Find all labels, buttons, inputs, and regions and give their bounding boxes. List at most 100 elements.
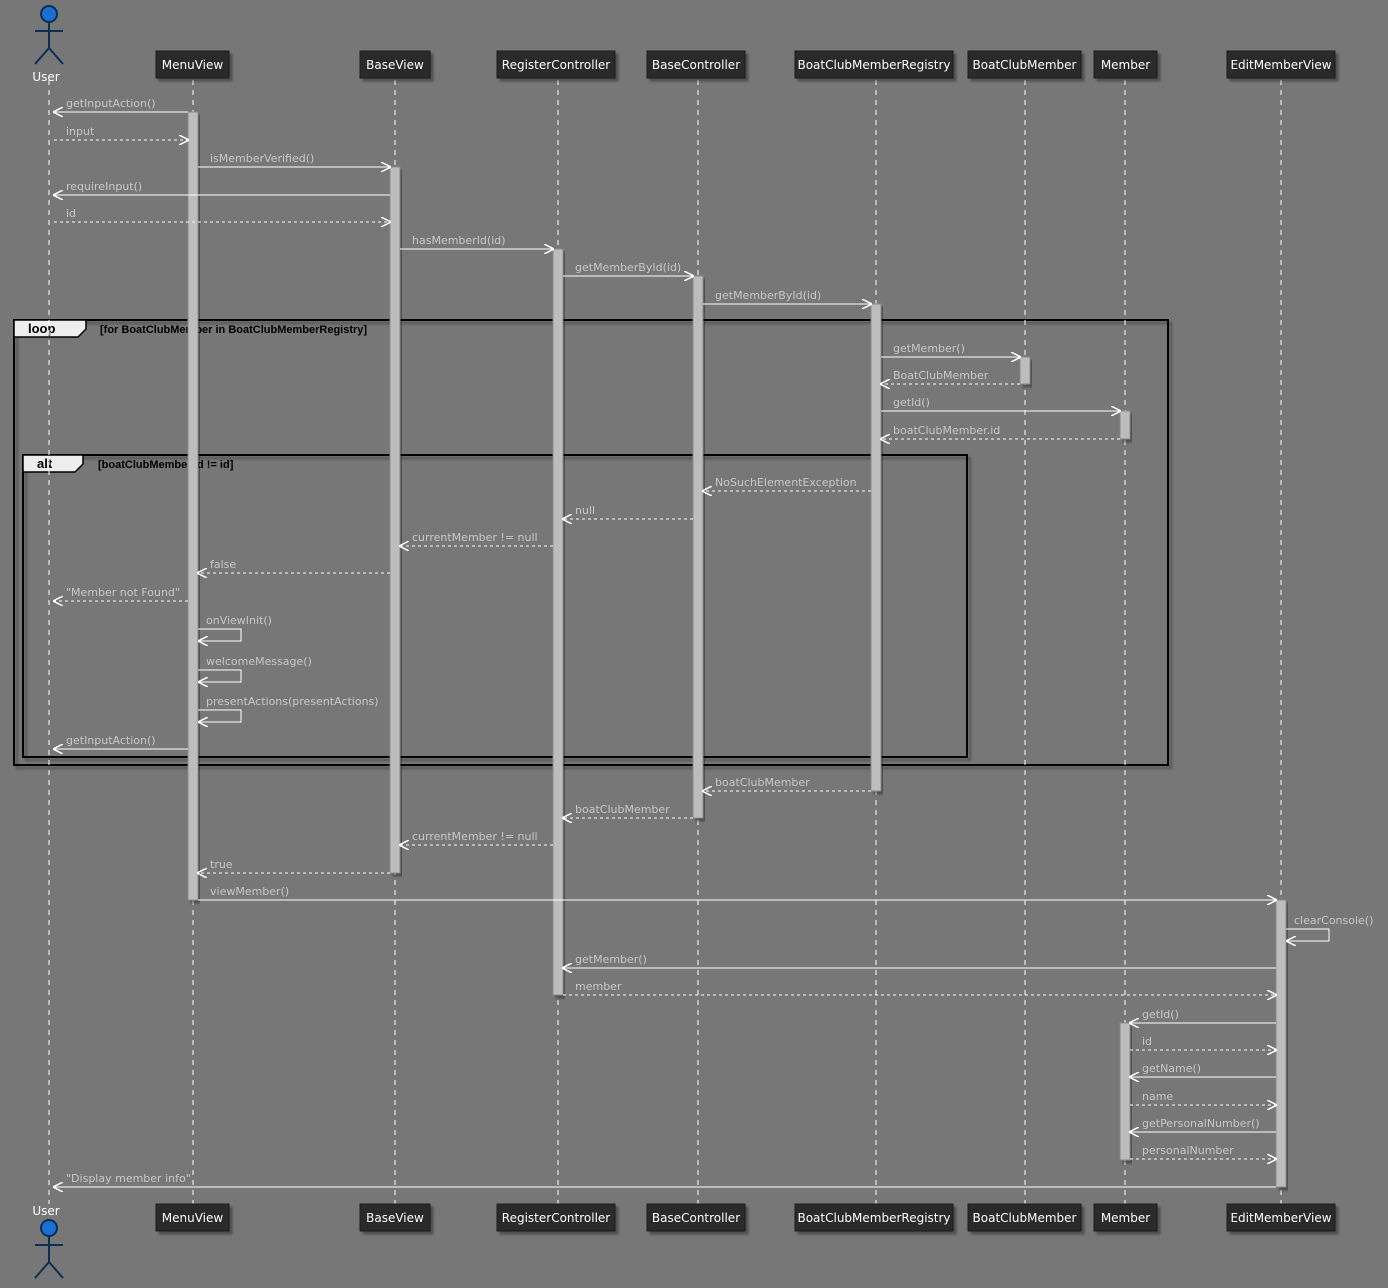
message-label: null bbox=[575, 504, 595, 517]
participant-label: BaseView bbox=[366, 58, 424, 72]
message-label: onViewInit() bbox=[206, 614, 272, 627]
activation-bar-BaseView bbox=[389, 166, 401, 874]
message: "Display member info" bbox=[54, 1172, 1276, 1187]
message-label: getId() bbox=[1142, 1008, 1179, 1021]
participant-BaseController-bottom: BaseController bbox=[646, 1203, 746, 1232]
actor-label: User bbox=[32, 1204, 59, 1218]
message-label: presentActions(presentActions) bbox=[206, 695, 379, 708]
message-arrow bbox=[198, 669, 242, 682]
message-label: getInputAction() bbox=[66, 97, 156, 110]
message-label: welcomeMessage() bbox=[206, 655, 312, 668]
message-label: getMemberById(id) bbox=[575, 261, 681, 274]
message: boatClubMember bbox=[563, 803, 693, 818]
activation-bar-EditMemberView bbox=[1275, 899, 1287, 1188]
participant-BoatClubMemberRegistry-top: BoatClubMemberRegistry bbox=[794, 50, 954, 79]
participant-label: BoatClubMember bbox=[973, 1211, 1077, 1225]
message: isMemberVerified() bbox=[198, 152, 390, 167]
message-label: id bbox=[1142, 1035, 1152, 1048]
message-label: getId() bbox=[893, 396, 930, 409]
participant-label: BaseController bbox=[652, 58, 740, 72]
activation-bar-BaseController bbox=[692, 275, 704, 819]
participant-Member-top: Member bbox=[1093, 50, 1158, 79]
message: getMember() bbox=[563, 953, 1276, 968]
actor-user-bottom: User bbox=[32, 1204, 64, 1279]
participant-label: BoatClubMember bbox=[973, 58, 1077, 72]
message-label: personalNumber bbox=[1142, 1144, 1234, 1157]
message-label: member bbox=[575, 980, 622, 993]
fragment-condition: [boatClubMember.id != id] bbox=[98, 459, 234, 471]
actor-head-icon bbox=[40, 1219, 58, 1237]
message: welcomeMessage() bbox=[198, 655, 312, 682]
activation-bar-Member bbox=[1119, 1022, 1131, 1161]
message-arrow bbox=[198, 709, 242, 722]
message: presentActions(presentActions) bbox=[198, 695, 379, 722]
message-label: true bbox=[210, 858, 233, 871]
actor-user: User bbox=[32, 5, 64, 84]
message: BoatClubMember bbox=[881, 369, 1020, 384]
activation-bar-MenuView bbox=[187, 111, 199, 901]
message: personalNumber bbox=[1130, 1144, 1276, 1159]
message-label: BoatClubMember bbox=[893, 369, 989, 382]
participant-BaseView-top: BaseView bbox=[359, 50, 431, 79]
activation-bar-BoatClubMember bbox=[1019, 356, 1031, 385]
message-label: requireInput() bbox=[66, 180, 142, 193]
fragment-condition: [for BoatClubMember in BoatClubMemberReg… bbox=[100, 324, 367, 336]
message: hasMemberId(id) bbox=[400, 234, 553, 249]
message-label: hasMemberId(id) bbox=[412, 234, 506, 247]
message-label: getMember() bbox=[893, 342, 965, 355]
message: NoSuchElementException bbox=[703, 476, 871, 491]
message: requireInput() bbox=[54, 180, 390, 195]
activation-bar-RegisterController bbox=[552, 248, 564, 996]
message: getInputAction() bbox=[54, 97, 188, 112]
message: onViewInit() bbox=[198, 614, 272, 641]
message: viewMember() bbox=[198, 885, 1276, 900]
message-label: getInputAction() bbox=[66, 734, 156, 747]
fragment-alt: alt [boatClubMember.id != id] bbox=[22, 454, 968, 758]
participant-label: BaseView bbox=[366, 1211, 424, 1225]
participant-EditMemberView-bottom: EditMemberView bbox=[1226, 1203, 1336, 1232]
participant-label: EditMemberView bbox=[1230, 1211, 1331, 1225]
participant-label: EditMemberView bbox=[1230, 58, 1331, 72]
message-label: name bbox=[1142, 1090, 1173, 1103]
actor-label: User bbox=[32, 70, 59, 84]
message: getMember() bbox=[881, 342, 1020, 357]
message-label: currentMember != null bbox=[412, 531, 538, 544]
message-label: getName() bbox=[1142, 1062, 1201, 1075]
fragment-loop: loop [for BoatClubMember in BoatClubMembe… bbox=[13, 319, 1169, 766]
participant-label: BaseController bbox=[652, 1211, 740, 1225]
participant-label: BoatClubMemberRegistry bbox=[797, 1211, 950, 1225]
message-label: input bbox=[66, 125, 95, 138]
activation-bar-BoatClubMemberRegistry bbox=[870, 303, 882, 792]
message-label: false bbox=[210, 558, 236, 571]
message: getMemberById(id) bbox=[703, 289, 871, 304]
message-label: isMemberVerified() bbox=[210, 152, 314, 165]
fragment-keyword: alt bbox=[37, 456, 53, 471]
participant-MenuView-bottom: MenuView bbox=[155, 1203, 230, 1232]
message: "Member not Found" bbox=[54, 586, 188, 601]
message: false bbox=[198, 558, 390, 573]
message-arrow bbox=[198, 628, 242, 641]
message: getMemberById(id) bbox=[563, 261, 693, 276]
participant-label: BoatClubMemberRegistry bbox=[797, 58, 950, 72]
participant-BoatClubMember-top: BoatClubMember bbox=[967, 50, 1082, 79]
message: name bbox=[1130, 1090, 1276, 1105]
participant-label: RegisterController bbox=[502, 58, 611, 72]
message: getId() bbox=[881, 396, 1120, 411]
message-label: boatClubMember bbox=[715, 776, 810, 789]
message: currentMember != null bbox=[400, 830, 553, 845]
message: getPersonalNumber() bbox=[1130, 1117, 1276, 1132]
message-label: currentMember != null bbox=[412, 830, 538, 843]
participant-label: Member bbox=[1101, 1211, 1150, 1225]
message-label: "Member not Found" bbox=[66, 586, 180, 599]
participant-BoatClubMember-bottom: BoatClubMember bbox=[967, 1203, 1082, 1232]
participant-BaseController-top: BaseController bbox=[646, 50, 746, 79]
fragment-keyword: loop bbox=[28, 321, 55, 336]
participant-label: MenuView bbox=[162, 58, 224, 72]
message-label: viewMember() bbox=[210, 885, 289, 898]
actor-head-icon bbox=[40, 5, 58, 23]
participant-Member-bottom: Member bbox=[1093, 1203, 1158, 1232]
message-label: getMember() bbox=[575, 953, 647, 966]
message-label: "Display member info" bbox=[66, 1172, 191, 1185]
activation-bar-Member bbox=[1119, 410, 1131, 440]
